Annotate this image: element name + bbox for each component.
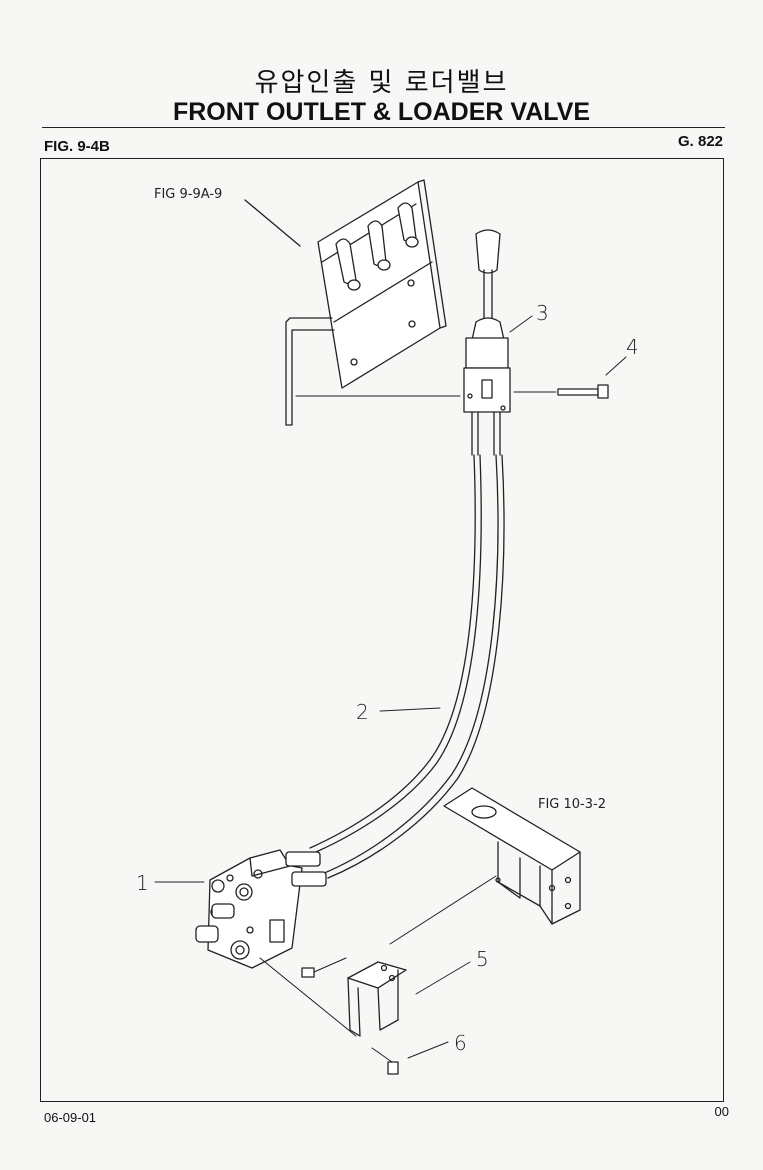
lower-mounting-bracket xyxy=(443,787,581,925)
upper-console-panel xyxy=(244,179,461,426)
loader-valve xyxy=(195,849,327,969)
reference-lower: FIG 10-3-2 xyxy=(538,797,606,812)
callout-5: 5 xyxy=(476,947,489,971)
callout-3: 3 xyxy=(536,301,549,325)
lever-knobs xyxy=(335,202,419,291)
callout-4: 4 xyxy=(626,335,639,359)
figure-label: FIG. 9-4B xyxy=(44,138,110,155)
callout-6: 6 xyxy=(454,1031,467,1055)
group-label: G. 822 xyxy=(677,133,723,150)
revision-date: 06-09-01 xyxy=(44,1110,97,1125)
callout-2: 2 xyxy=(356,700,369,724)
bolt-part-4 xyxy=(513,384,609,399)
bolt-part-6 xyxy=(259,957,399,1075)
control-cables xyxy=(309,411,505,879)
header-rule xyxy=(42,127,725,128)
reference-upper: FIG 9-9A-9 xyxy=(154,187,222,202)
page-number: 00 xyxy=(714,1104,729,1119)
bolt-upper-small xyxy=(301,957,347,978)
joystick-control-lever xyxy=(463,229,511,413)
small-bracket-part-5 xyxy=(347,875,497,1037)
title-english: FRONT OUTLET & LOADER VALVE xyxy=(172,98,591,126)
callout-1: 1 xyxy=(136,871,149,895)
title-korean: 유압인출 및 로더밸브 xyxy=(254,68,509,98)
drawing-frame xyxy=(40,158,724,1102)
